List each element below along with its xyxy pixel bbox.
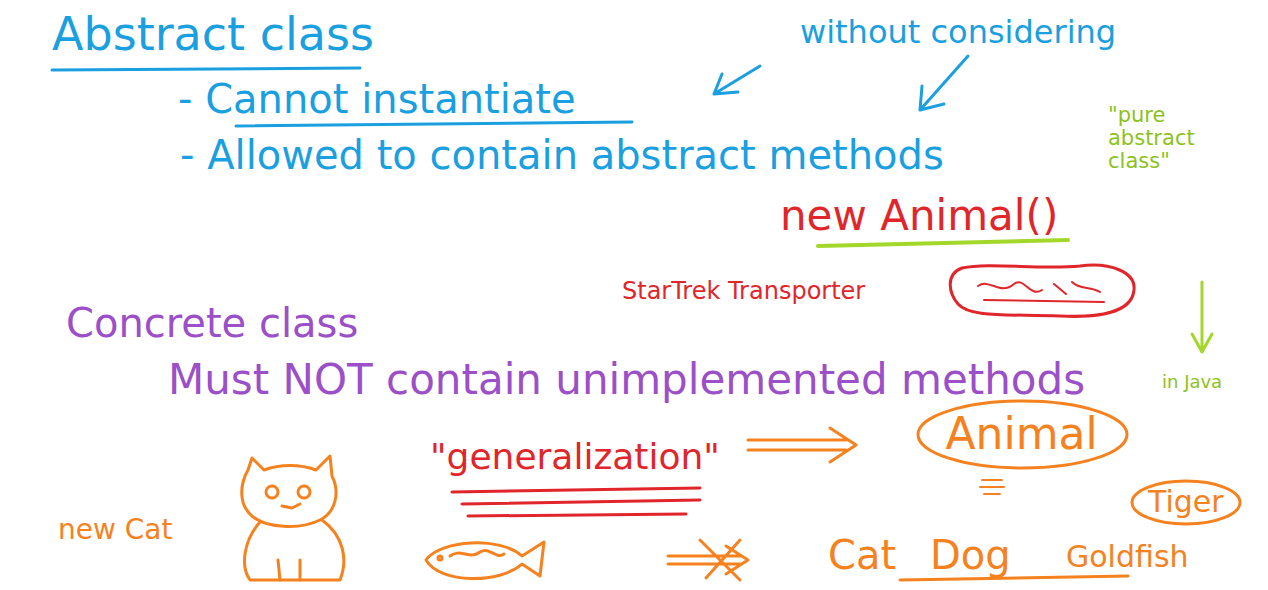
callout-arrow (920, 56, 968, 110)
scribble (978, 282, 1104, 302)
class-name: Goldfish (1066, 540, 1189, 575)
side-note: "pure abstract class" (1108, 104, 1208, 173)
text-underline (236, 122, 632, 126)
cat-drawing (242, 456, 344, 580)
annotation: StarTrek Transporter (622, 278, 865, 306)
heading: Abstract class (52, 8, 374, 61)
rule-text: Must NOT contain unimplemented methods (168, 356, 1085, 404)
code-example: new Cat (58, 514, 172, 546)
crossed-arrow (668, 540, 748, 580)
scribble (980, 480, 1004, 494)
callout-arrow (714, 66, 760, 94)
keyword: "generalization" (430, 436, 720, 477)
class-ellipse: Tiger (1130, 479, 1242, 526)
generalization-arrow (748, 428, 856, 462)
callout-arrow (1192, 282, 1212, 352)
annotation: without considering (800, 14, 1116, 51)
emphasis-underline (452, 488, 700, 516)
class-name: Tiger (1148, 485, 1242, 520)
teleport-blob (950, 265, 1134, 316)
text-underline (818, 240, 1068, 246)
heading: Concrete class (66, 300, 358, 346)
class-ellipse: Animal (916, 399, 1129, 470)
side-note: in Java (1162, 372, 1222, 393)
fish-drawing (426, 542, 544, 579)
code-example: new Animal() (780, 192, 1058, 240)
class-name: Cat (828, 532, 896, 578)
bullet-point: - Allowed to contain abstract methods (180, 132, 944, 178)
class-name: Animal (946, 409, 1129, 460)
bullet-point: - Cannot instantiate (178, 76, 576, 122)
class-name: Dog (930, 532, 1011, 578)
heading-underline (52, 68, 360, 70)
